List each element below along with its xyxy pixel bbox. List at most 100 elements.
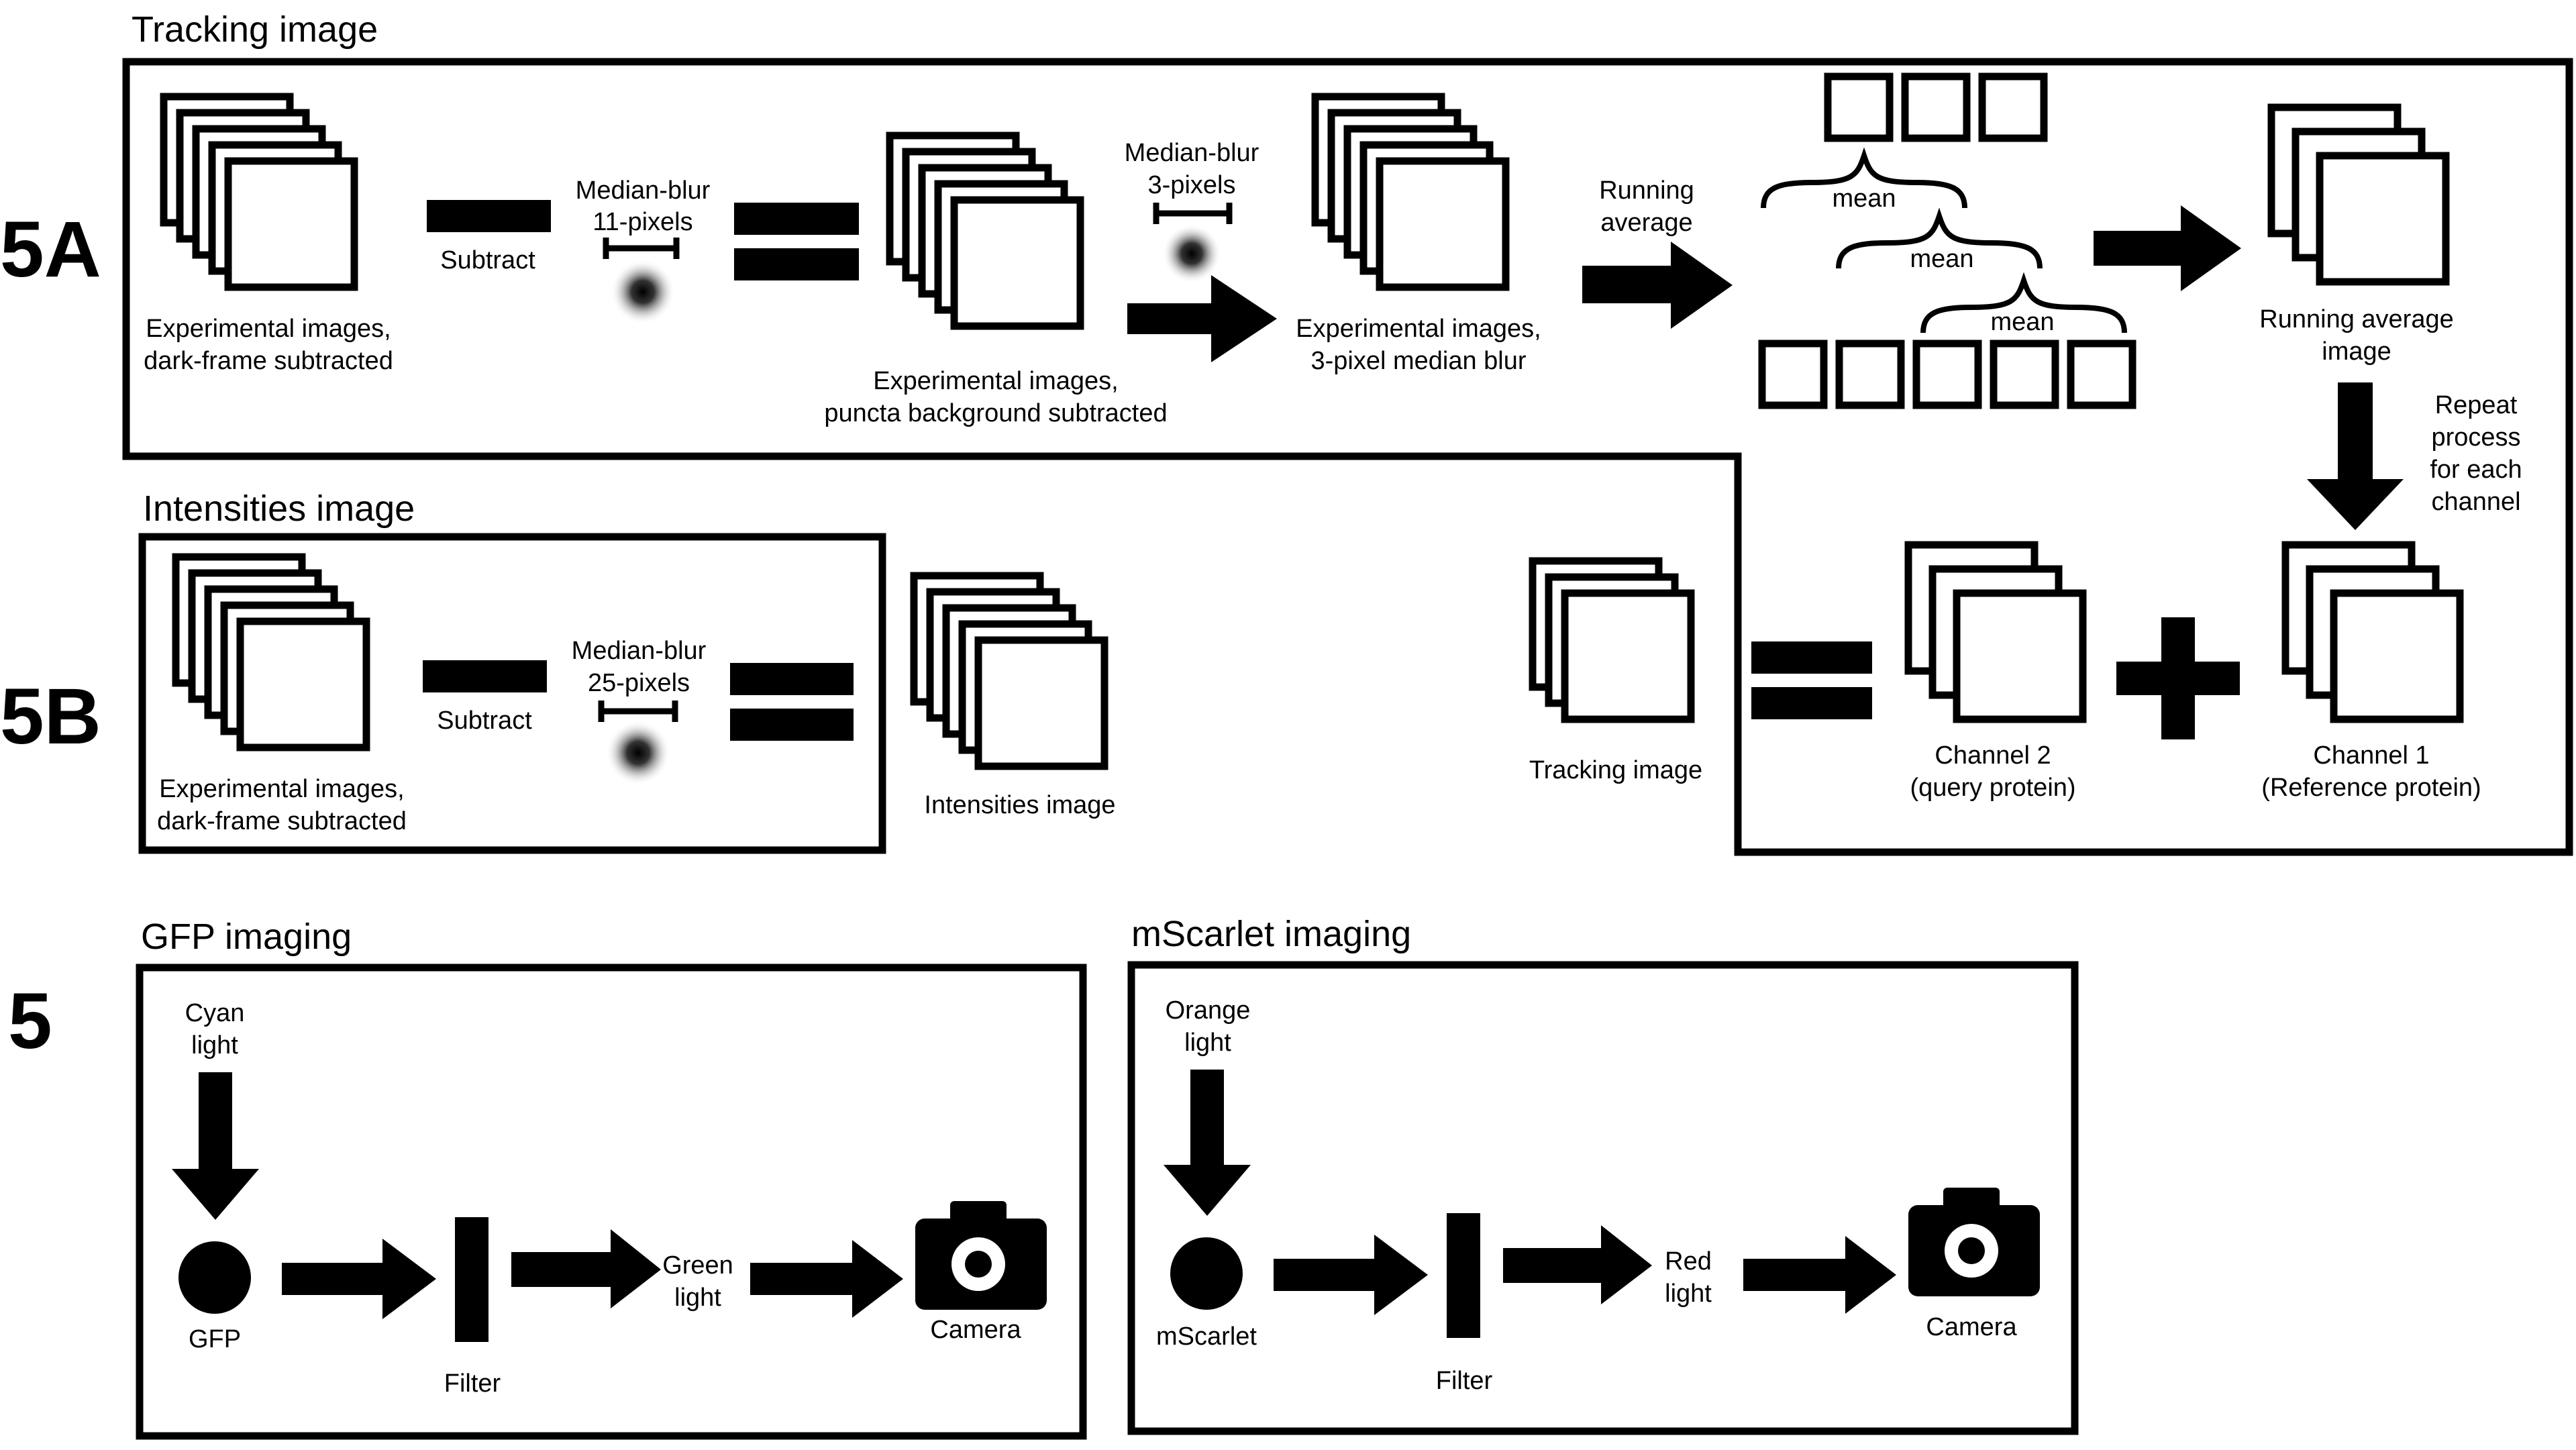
bg-caption-line2: puncta background subtracted — [824, 399, 1167, 427]
equals-sign-top — [730, 663, 854, 695]
panel-5-tag: 5 — [8, 977, 52, 1066]
blur-kernel-width-icon — [1153, 203, 1233, 224]
panel-5b-title: Intensities image — [143, 488, 415, 529]
tracking-image-stack-icon — [1529, 557, 1695, 723]
blurred-caption-line2: 3-pixel median blur — [1310, 347, 1526, 375]
repeat-note-line1: Repeat — [2435, 391, 2518, 419]
right-arrow-icon — [750, 1240, 903, 1318]
channel2-caption-line1: Channel 2 — [1935, 741, 2051, 770]
gfp-camera-label: Camera — [930, 1316, 1021, 1344]
blur-spot-icon — [611, 260, 675, 324]
mean-brace-1 — [1761, 147, 1967, 209]
running-average-label-line2: average — [1600, 209, 1692, 237]
blur-11-label-line2: 11-pixels — [593, 208, 692, 236]
gfp-panel-title: GFP imaging — [141, 917, 352, 957]
equals-sign-bottom — [730, 709, 854, 741]
image-frame — [950, 196, 1084, 330]
equals-sign-top — [1751, 641, 1872, 674]
blur-spot-icon — [606, 721, 670, 785]
gfp-panel-border — [136, 964, 1087, 1440]
background-subtracted-image-stack-icon — [886, 132, 1084, 330]
minus-sign-icon — [423, 660, 547, 692]
mean-label-1: mean — [1832, 185, 1896, 213]
right-arrow-icon — [1274, 1235, 1428, 1315]
mean-label-3: mean — [1990, 308, 2054, 336]
repeat-note-line4: channel — [2431, 488, 2520, 516]
image-frame — [1376, 157, 1510, 291]
image-frame — [2316, 152, 2450, 286]
gfp-light-label-line2: light — [191, 1031, 238, 1059]
mscarlet-panel-border — [1127, 961, 2079, 1435]
panel-5b-border — [138, 533, 886, 854]
equals-sign-bottom — [734, 248, 859, 280]
frame-square-icon — [1978, 72, 2048, 142]
frame-square-icon — [1901, 72, 1971, 142]
frame-square-icon — [1835, 340, 1905, 409]
blur-11-label-line1: Median-blur — [576, 176, 711, 205]
frame-square-icon — [1758, 340, 1828, 409]
right-arrow-icon — [1743, 1236, 1896, 1314]
minus-sign-icon — [427, 200, 551, 232]
down-arrow-icon — [1164, 1070, 1251, 1216]
blur-3-label-line1: Median-blur — [1125, 139, 1259, 167]
mean-label-2: mean — [1910, 245, 1973, 273]
camera-icon — [915, 1201, 1047, 1310]
bg-caption-line1: Experimental images, — [873, 367, 1118, 395]
panel-5a-title: Tracking image — [132, 9, 378, 50]
repeat-note-line2: process — [2431, 423, 2520, 452]
right-arrow-icon — [1503, 1225, 1652, 1304]
image-frame — [2330, 589, 2464, 723]
filter-bar-icon — [455, 1217, 488, 1342]
mean-brace-3 — [1920, 272, 2127, 333]
running-average-window-diagram — [1758, 72, 2136, 409]
camera-icon — [1908, 1188, 2040, 1296]
b-darkframe-caption-line2: dark-frame subtracted — [157, 807, 407, 835]
panel-5a-border — [122, 58, 2573, 856]
b-result-caption: Intensities image — [924, 791, 1115, 819]
panel-5a-tag: 5A — [0, 205, 101, 294]
right-arrow-icon — [1582, 242, 1733, 329]
channel1-caption-line1: Channel 1 — [2313, 741, 2429, 770]
gfp-emission-label-line1: Green — [662, 1251, 733, 1280]
panel-5b-tag: 5B — [0, 672, 101, 761]
blur-spot-icon — [1162, 224, 1221, 283]
mscarlet-emission-label-line2: light — [1665, 1280, 1712, 1308]
channel2-caption-line2: (query protein) — [1910, 774, 2075, 802]
running-average-label-line1: Running — [1599, 176, 1694, 205]
mscarlet-filter-label: Filter — [1436, 1367, 1493, 1395]
equals-sign-bottom — [1751, 687, 1872, 719]
running-average-image-stack-icon — [2267, 103, 2450, 286]
frame-square-icon — [1990, 340, 2059, 409]
mscarlet-camera-label: Camera — [1926, 1313, 2017, 1341]
channel1-caption-line2: (Reference protein) — [2261, 774, 2481, 802]
gfp-filter-label: Filter — [444, 1369, 501, 1398]
darkframe-caption-line2: dark-frame subtracted — [144, 347, 393, 375]
fluorophore-circle-icon — [1170, 1237, 1243, 1310]
b-subtract-label: Subtract — [437, 707, 532, 735]
plus-sign-icon — [2116, 617, 2240, 739]
right-arrow-icon — [282, 1239, 436, 1319]
frame-square-icon — [2067, 340, 2136, 409]
blur-25-label-line1: Median-blur — [572, 637, 707, 665]
darkframe-image-stack-icon — [172, 553, 370, 752]
mscarlet-light-label-line1: Orange — [1166, 996, 1251, 1025]
frame-square-icon — [1912, 340, 1982, 409]
intensities-image-stack-icon — [910, 572, 1109, 770]
blurred-image-stack-icon — [1311, 93, 1510, 291]
blur-kernel-width-icon — [603, 238, 680, 259]
mean-brace-2 — [1836, 207, 2043, 269]
blurred-caption-line1: Experimental images, — [1296, 315, 1541, 343]
image-frame — [1561, 589, 1695, 723]
filter-bar-icon — [1447, 1213, 1480, 1338]
gfp-fluor-label: GFP — [189, 1325, 241, 1353]
gfp-light-label-line1: Cyan — [185, 999, 245, 1027]
frame-square-icon — [1824, 72, 1894, 142]
right-arrow-icon — [511, 1229, 661, 1308]
mscarlet-light-label-line2: light — [1184, 1029, 1231, 1057]
mscarlet-emission-label-line1: Red — [1665, 1247, 1712, 1276]
b-darkframe-caption-line1: Experimental images, — [159, 775, 404, 803]
tracking-caption: Tracking image — [1529, 756, 1702, 784]
gfp-emission-label-line2: light — [674, 1284, 721, 1312]
darkframe-image-stack-icon — [160, 93, 358, 291]
blur-kernel-width-icon — [598, 701, 678, 722]
